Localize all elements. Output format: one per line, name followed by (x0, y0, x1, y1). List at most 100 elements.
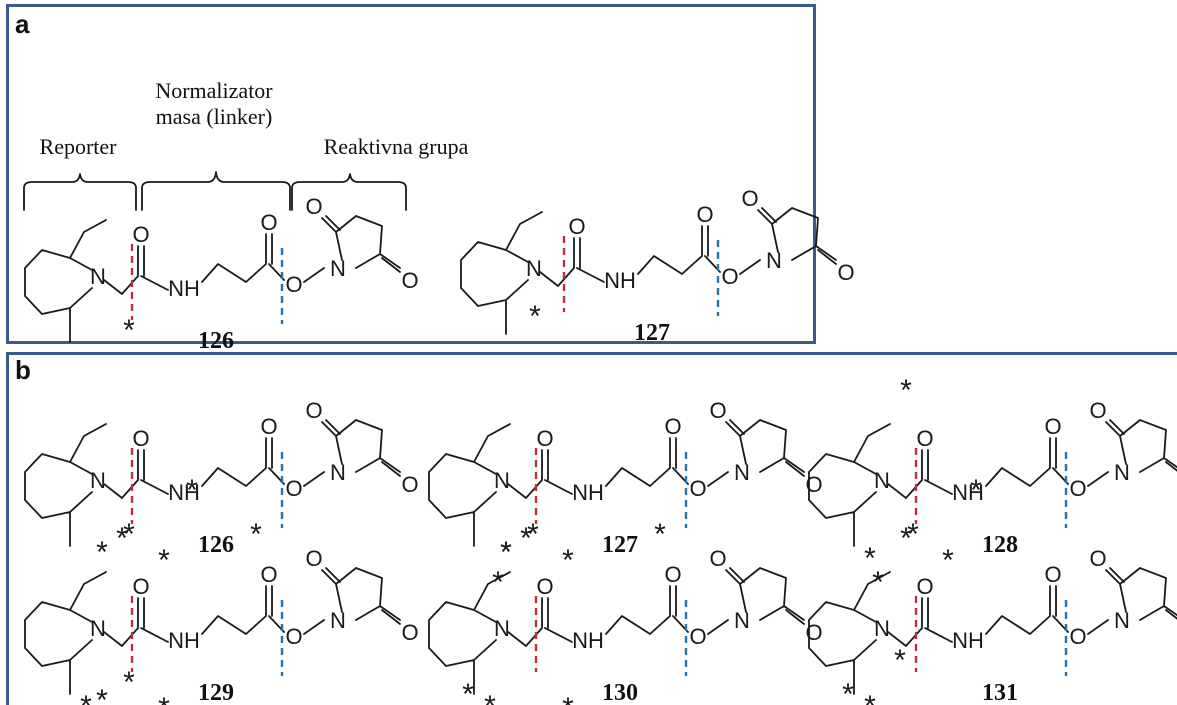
atom-nh: NH (572, 628, 604, 653)
region-annotations: Reporter Normalizator masa (linker) Reak… (23, 78, 469, 211)
atom-o-imide-bottom: O (401, 268, 418, 293)
atom-o-imide-top: O (1089, 398, 1106, 423)
isotope-star-bottom-me: * (864, 690, 876, 705)
isotope-star-ch2: * (96, 536, 108, 569)
isotope-star-n-ch2: * (186, 474, 198, 507)
atom-n-imide: N (330, 608, 346, 633)
atom-nh: NH (952, 628, 984, 653)
brace-normalizer (141, 171, 291, 211)
panel-a-letter: a (15, 9, 30, 39)
atom-o-ester: O (721, 264, 738, 289)
atom-o-ester-carbonyl: O (664, 562, 681, 587)
region-label-reporter: Reporter (40, 134, 118, 159)
atom-o-imide-top: O (305, 398, 322, 423)
atom-o-imide-top: O (709, 398, 726, 423)
panel-b-letter: b (15, 355, 31, 385)
region-label-normalizer-line2: masa (linker) (156, 104, 273, 129)
atom-n-imide: N (766, 248, 782, 273)
atom-nh: NH (952, 480, 984, 505)
compound-number: 131 (982, 680, 1018, 705)
atom-o-carbonyl: O (916, 574, 933, 599)
atom-o-imide-bottom: O (401, 620, 418, 645)
atom-o-ester: O (285, 272, 302, 297)
molecule-a-127: N O NH O O N O O * 127 (460, 186, 855, 346)
isotope-star-ester: * (654, 518, 666, 551)
atom-o-ester-carbonyl: O (260, 414, 277, 439)
isotope-star-carbonyl: * (123, 666, 135, 699)
isotope-star-carbonyl: * (123, 518, 135, 551)
isotope-star-carbonyl: * (527, 518, 539, 551)
atom-nh: NH (168, 276, 200, 301)
atom-n-imide: N (1114, 460, 1130, 485)
atom-o-ester-carbonyl: O (1044, 414, 1061, 439)
atom-n-ring: N (90, 468, 106, 493)
atom-o-carbonyl: O (536, 426, 553, 451)
molecule-bonds (24, 215, 401, 343)
atom-o-ester-carbonyl: O (664, 414, 681, 439)
atom-n-ring: N (90, 616, 106, 641)
atom-o-ester: O (285, 624, 302, 649)
isotope-star-n-ch2: * (970, 474, 982, 507)
isotope-star-nh: * (562, 692, 574, 705)
molecule-bonds (460, 207, 837, 335)
atom-o-ester-carbonyl: O (1044, 562, 1061, 587)
isotope-star-top-c: * (492, 566, 504, 599)
atom-n-ring: N (526, 256, 542, 281)
molecule-bonds (808, 419, 1177, 547)
atom-o-imide-bottom: O (837, 260, 854, 285)
atom-o-imide-top: O (305, 546, 322, 571)
atom-o-imide-top: O (741, 186, 758, 211)
compound-number: 126 (198, 532, 234, 558)
atom-o-carbonyl: O (568, 214, 585, 239)
isotope-star-nh: * (158, 544, 170, 577)
atom-o-ester: O (1069, 476, 1086, 501)
atom-o-carbonyl: O (916, 426, 933, 451)
atom-o-ester-carbonyl: O (696, 202, 713, 227)
atom-n-ring: N (494, 468, 510, 493)
compound-number: 127 (602, 532, 638, 558)
atom-o-carbonyl: O (132, 574, 149, 599)
isotope-star-top-me: * (520, 522, 532, 555)
compound-number: 126 (198, 328, 234, 354)
isotope-star-ch2: * (96, 684, 108, 705)
isotope-star-top-c: * (872, 566, 884, 599)
isotope-star-ch2: * (529, 300, 541, 333)
molecule-bonds (428, 567, 805, 695)
atom-o-ester: O (285, 476, 302, 501)
atom-nh: NH (604, 268, 636, 293)
molecule-layer: NONHOONOO*126NONHOONOO*127NONHOONOO*****… (24, 186, 1177, 705)
atom-o-imide-top: O (305, 194, 322, 219)
isotope-star-bottom-c: * (842, 678, 854, 705)
panel-b: b (6, 352, 1177, 705)
atom-n-ring: N (494, 616, 510, 641)
isotope-star-bottom-me: * (864, 542, 876, 575)
brace-reactive (291, 173, 407, 211)
isotope-star-bottom-me: * (484, 690, 496, 705)
atom-o-imide-top: O (709, 546, 726, 571)
atom-o-imide-bottom: O (805, 472, 822, 497)
isotope-star-ch2: * (500, 536, 512, 569)
isotope-star-nh: * (562, 544, 574, 577)
atom-o-carbonyl: O (132, 426, 149, 451)
isotope-star-nh: * (158, 692, 170, 705)
isotope-star-top-me: * (900, 374, 912, 407)
region-label-normalizer-line1: Normalizator (155, 78, 273, 103)
compound-number: 129 (198, 680, 234, 705)
atom-o-imide-top: O (1089, 546, 1106, 571)
atom-o-ester: O (1069, 624, 1086, 649)
compound-number: 128 (982, 532, 1018, 558)
atom-o-ester-carbonyl: O (260, 562, 277, 587)
compound-number: 127 (634, 320, 670, 346)
molecule-bonds (808, 567, 1177, 695)
isotope-star-top-me: * (116, 522, 128, 555)
atom-n-ring: N (874, 468, 890, 493)
molecule-bonds (24, 567, 401, 695)
atom-nh: NH (572, 480, 604, 505)
isotope-star-ring-n: * (894, 644, 906, 677)
